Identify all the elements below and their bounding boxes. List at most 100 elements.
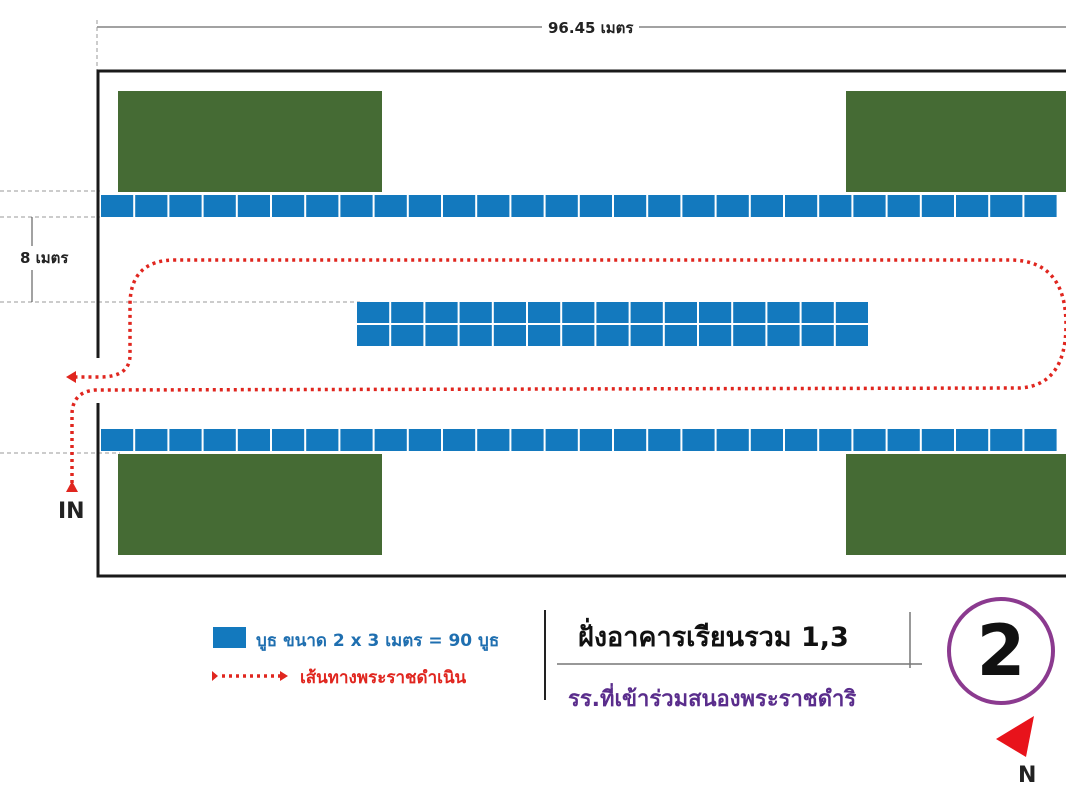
- booth-row-bottom-booth: [443, 429, 476, 451]
- booth-row-center-lower-booth: [630, 325, 663, 346]
- green-area-top-left: [118, 91, 382, 192]
- booth-row-top-booth: [408, 195, 441, 217]
- booth-row-center-upper-booth: [459, 302, 492, 323]
- booth-row-bottom-booth: [785, 429, 818, 451]
- booth-row-top-booth: [545, 195, 578, 217]
- zone-number-circle: [947, 597, 1055, 705]
- booth-row-center-upper-booth: [425, 302, 458, 323]
- booth-row-center-lower-booth: [835, 325, 868, 346]
- booth-row-top-booth: [682, 195, 715, 217]
- booth-row-bottom-booth: [819, 429, 852, 451]
- booth-row-center-lower-booth: [562, 325, 595, 346]
- booth-grid: [101, 195, 1057, 451]
- site-boundary: [96, 69, 1066, 578]
- booth-row-bottom-booth: [853, 429, 886, 451]
- booth-row-bottom-booth: [237, 429, 270, 451]
- booth-row-center-lower-booth: [664, 325, 697, 346]
- booth-row-top-booth: [477, 195, 510, 217]
- booth-row-center-lower-booth: [733, 325, 766, 346]
- booth-row-center-upper-booth: [357, 302, 390, 323]
- booth-row-center-lower-booth: [801, 325, 834, 346]
- booth-row-top-booth: [135, 195, 168, 217]
- width-dimension-label: 96.45 เมตร: [542, 16, 640, 40]
- route-exit-arrowhead: [66, 371, 76, 383]
- booth-row-top-booth: [306, 195, 339, 217]
- booth-row-bottom-booth: [716, 429, 749, 451]
- booth-row-bottom-booth: [340, 429, 373, 451]
- booth-row-top-booth: [169, 195, 202, 217]
- booth-row-center-upper-booth: [733, 302, 766, 323]
- booth-row-center-lower-booth: [391, 325, 424, 346]
- procession-route: [70, 258, 1066, 490]
- green-area-bottom-right: [846, 454, 1066, 555]
- route-entry-arrowhead: [66, 481, 78, 492]
- booth-row-top-booth: [237, 195, 270, 217]
- booth-row-top-booth: [921, 195, 954, 217]
- booth-row-center-upper-booth: [562, 302, 595, 323]
- booth-row-bottom-booth: [614, 429, 647, 451]
- booth-row-bottom-booth: [887, 429, 920, 451]
- legend-booth-swatch: [213, 627, 246, 648]
- aisle-dimension-label: 8 เมตร: [18, 246, 71, 270]
- booth-row-top-booth: [374, 195, 407, 217]
- booth-row-center-lower-booth: [528, 325, 561, 346]
- booth-row-center-upper-booth: [493, 302, 526, 323]
- booth-row-center-upper-booth: [528, 302, 561, 323]
- booth-row-top-booth: [101, 195, 134, 217]
- booth-row-top-booth: [1024, 195, 1057, 217]
- booth-row-center-lower-booth: [425, 325, 458, 346]
- north-arrow-icon: [996, 716, 1034, 757]
- booth-row-top-booth: [750, 195, 783, 217]
- booth-row-top-booth: [272, 195, 305, 217]
- booth-row-center-upper-booth: [664, 302, 697, 323]
- booth-row-top-booth: [614, 195, 647, 217]
- booth-row-bottom-booth: [511, 429, 544, 451]
- booth-row-center-lower-booth: [699, 325, 732, 346]
- booth-row-top-booth: [203, 195, 236, 217]
- zone-subtitle: รร.ที่เข้าร่วมสนองพระราชดำริ: [568, 687, 857, 712]
- booth-row-top-booth: [511, 195, 544, 217]
- booth-row-top-booth: [340, 195, 373, 217]
- booth-row-top-booth: [853, 195, 886, 217]
- booth-row-center-lower-booth: [767, 325, 800, 346]
- booth-row-top-booth: [785, 195, 818, 217]
- booth-row-bottom-booth: [956, 429, 989, 451]
- booth-row-top-booth: [990, 195, 1023, 217]
- booth-row-center-upper-booth: [630, 302, 663, 323]
- booth-row-bottom-booth: [990, 429, 1023, 451]
- booth-row-top-booth: [716, 195, 749, 217]
- booth-row-bottom-booth: [750, 429, 783, 451]
- booth-row-bottom-booth: [306, 429, 339, 451]
- booth-row-bottom-booth: [1024, 429, 1057, 451]
- booth-row-top-booth: [887, 195, 920, 217]
- booth-row-top-booth: [819, 195, 852, 217]
- booth-row-top-booth: [443, 195, 476, 217]
- booth-row-bottom-booth: [648, 429, 681, 451]
- booth-row-center-upper-booth: [801, 302, 834, 323]
- zone-number: 2: [976, 610, 1026, 692]
- legend-route-text: เส้นทางพระราชดำเนิน: [300, 668, 467, 688]
- booth-row-bottom-booth: [682, 429, 715, 451]
- booth-row-bottom-booth: [579, 429, 612, 451]
- booth-row-bottom-booth: [169, 429, 202, 451]
- booth-row-center-lower-booth: [596, 325, 629, 346]
- booth-row-top-booth: [579, 195, 612, 217]
- booth-row-bottom-booth: [203, 429, 236, 451]
- booth-row-bottom-booth: [374, 429, 407, 451]
- booth-row-top-booth: [956, 195, 989, 217]
- green-area-top-right: [846, 91, 1066, 192]
- booth-row-center-lower-booth: [357, 325, 390, 346]
- north-label: N: [1018, 763, 1037, 788]
- booth-row-center-lower-booth: [459, 325, 492, 346]
- booth-row-bottom-booth: [921, 429, 954, 451]
- booth-row-bottom-booth: [101, 429, 134, 451]
- booth-row-bottom-booth: [477, 429, 510, 451]
- booth-row-center-lower-booth: [493, 325, 526, 346]
- booth-row-center-upper-booth: [699, 302, 732, 323]
- legend-booth-text: บูธ ขนาด 2 x 3 เมตร = 90 บูธ: [256, 631, 500, 651]
- booth-row-bottom-booth: [272, 429, 305, 451]
- booth-row-center-upper-booth: [391, 302, 424, 323]
- booth-row-top-booth: [648, 195, 681, 217]
